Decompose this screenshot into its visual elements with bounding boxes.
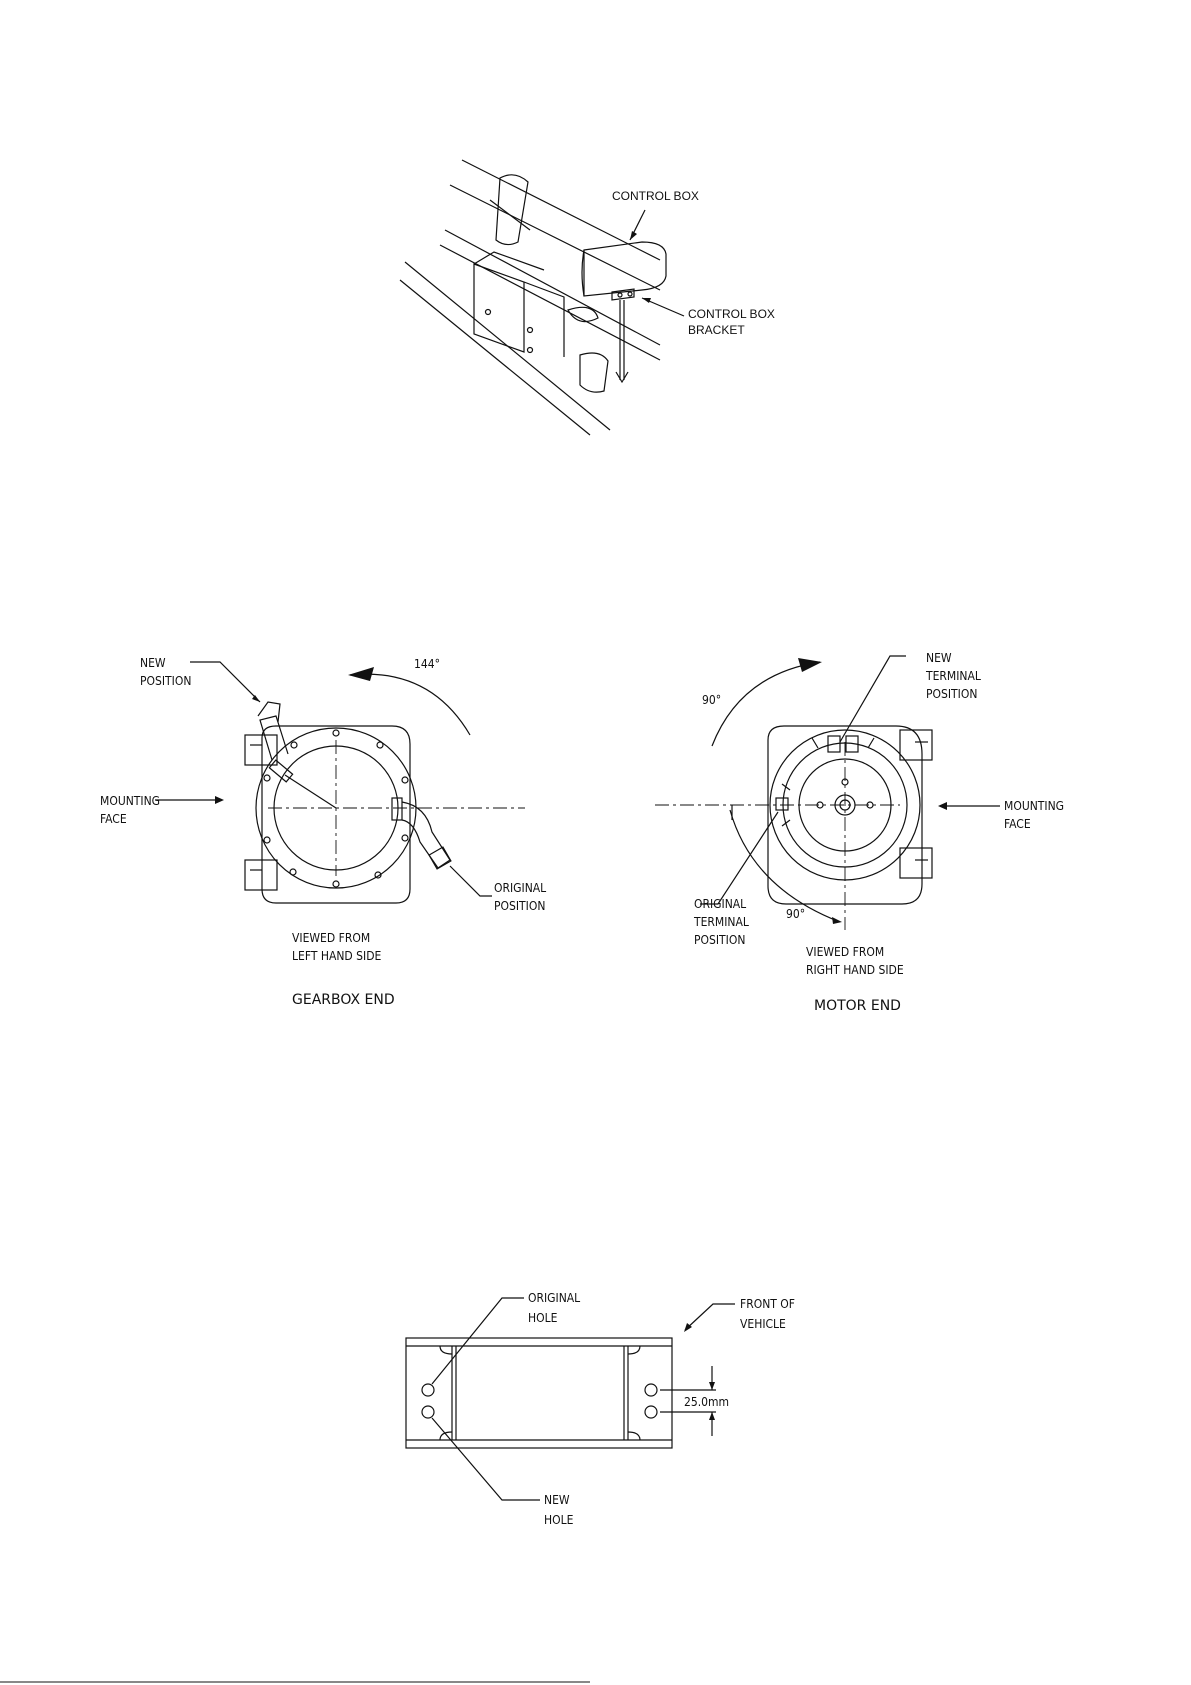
label-original-position-line1: ORIGINAL (494, 881, 546, 895)
label-angle-144: 144° (414, 657, 440, 671)
label-front-of-vehicle-line1: FRONT OF (740, 1297, 795, 1311)
label-new-terminal-line3: POSITION (926, 687, 977, 701)
label-control-box-bracket-line1: CONTROL BOX (688, 307, 775, 321)
title-motor-end: MOTOR END (814, 998, 901, 1014)
label-mounting-face-right-line1: MOUNTING (1004, 799, 1064, 813)
label-original-terminal-line3: POSITION (694, 933, 745, 947)
label-dimension-25mm: 25.0mm (684, 1395, 729, 1409)
label-viewed-right-line2: RIGHT HAND SIDE (806, 963, 904, 977)
label-original-position-line2: POSITION (494, 899, 545, 913)
label-new-terminal-line2: TERMINAL (925, 669, 981, 683)
label-angle-90-bottom: 90° (786, 907, 805, 921)
label-mounting-face-right-line2: FACE (1004, 817, 1031, 831)
figure-control-box: CONTROL BOX CONTROL BOX BRACKET (400, 160, 775, 435)
label-angle-90-top: 90° (702, 693, 721, 707)
label-viewed-left-line2: LEFT HAND SIDE (292, 949, 382, 963)
label-new-terminal-line1: NEW (926, 651, 952, 665)
label-viewed-right-line1: VIEWED FROM (806, 945, 884, 959)
label-viewed-left-line1: VIEWED FROM (292, 931, 370, 945)
figure-bracket-holes: ORIGINAL HOLE NEW HOLE FRONT OF VEHICLE … (406, 1291, 795, 1527)
figure-gearbox-end: 144° NEW POSITION MOUNTING FACE ORIGINAL… (100, 656, 546, 1008)
figure-motor-end: 90° 90° NEW TERMINAL POSITION MOUNTING F… (655, 651, 1064, 1014)
label-mounting-face-left-line2: FACE (100, 812, 127, 826)
label-control-box: CONTROL BOX (612, 189, 699, 203)
label-new-hole-line2: HOLE (544, 1513, 574, 1527)
title-gearbox-end: GEARBOX END (292, 992, 395, 1008)
label-original-hole-line1: ORIGINAL (528, 1291, 580, 1305)
label-new-position-line1: NEW (140, 656, 166, 670)
label-original-terminal-line2: TERMINAL (693, 915, 749, 929)
label-new-hole-line1: NEW (544, 1493, 570, 1507)
label-original-terminal-line1: ORIGINAL (694, 897, 746, 911)
label-new-position-line2: POSITION (140, 674, 191, 688)
label-control-box-bracket-line2: BRACKET (688, 323, 745, 337)
label-mounting-face-left-line1: MOUNTING (100, 794, 160, 808)
label-original-hole-line2: HOLE (528, 1311, 558, 1325)
label-front-of-vehicle-line2: VEHICLE (740, 1317, 786, 1331)
